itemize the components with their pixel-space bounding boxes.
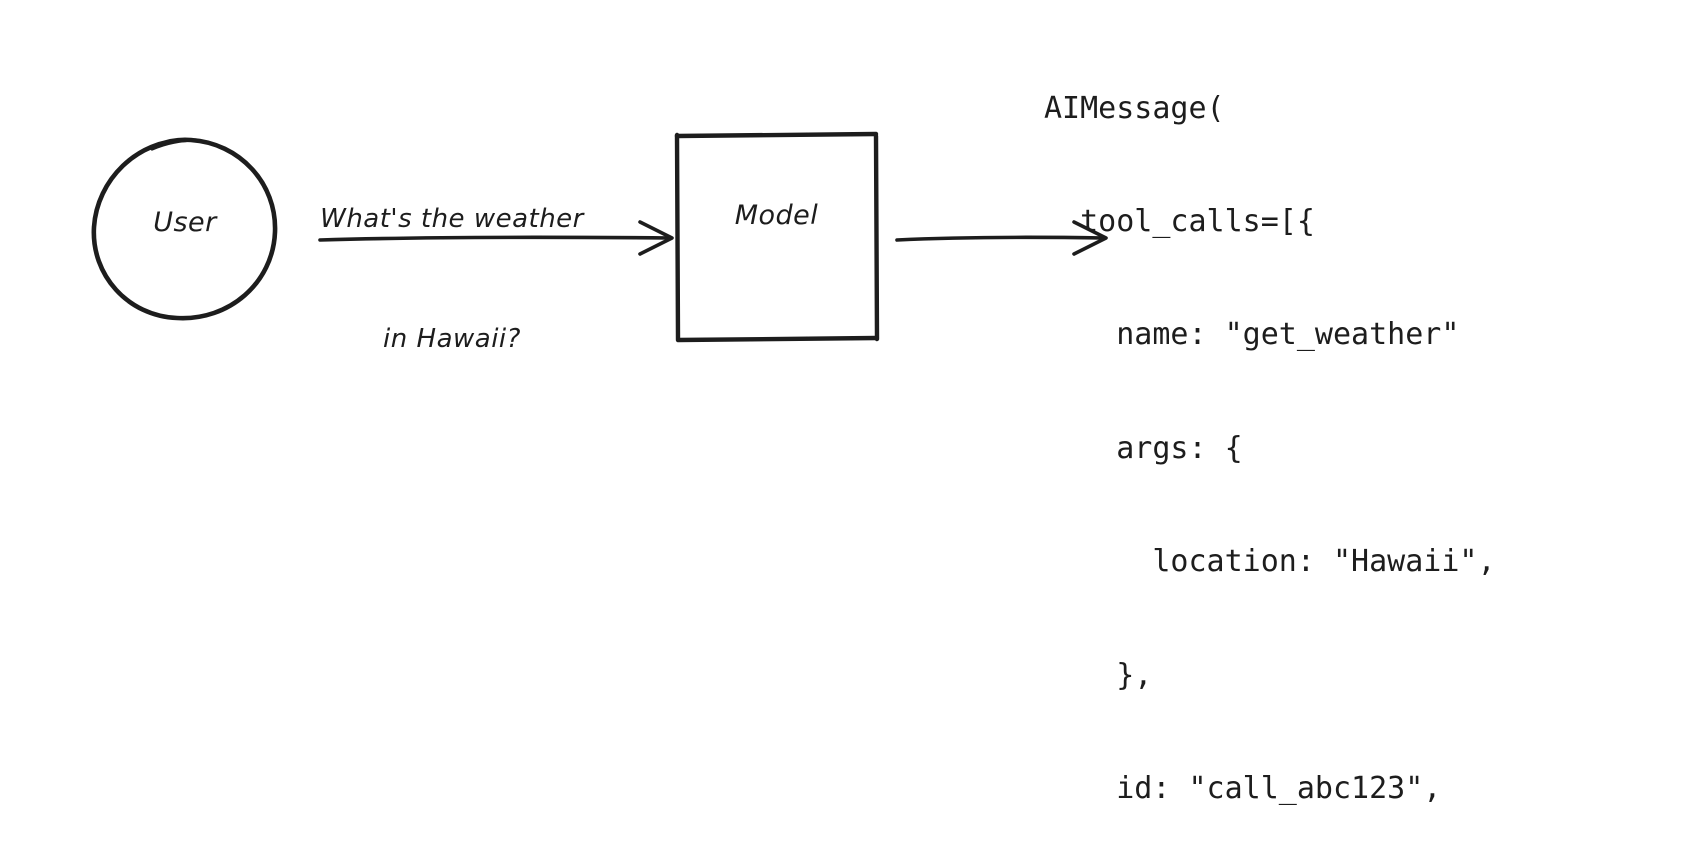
diagram-canvas: User Model What's the weather in Hawaii?…	[91, 91, 1496, 806]
model-node-box[interactable]	[674, 131, 880, 343]
user-node-circle[interactable]	[91, 137, 278, 321]
edge-label-line-1: What's the weather	[320, 204, 584, 234]
ai-message-code-block: AIMessage( tool_calls=[{ name: "get_weat…	[1044, 14, 1496, 864]
edge-label-line-2: in Hawaii?	[383, 324, 521, 354]
code-line-4: location: "Hawaii",	[1044, 544, 1496, 580]
arrow-user-to-model	[318, 220, 674, 256]
code-line-3: args: {	[1044, 430, 1243, 466]
code-line-0: AIMessage(	[1044, 90, 1225, 126]
code-line-5: },	[1044, 657, 1153, 693]
arrow-model-to-message	[895, 220, 1108, 256]
model-node-label: Model	[734, 200, 819, 231]
user-node-label: User	[153, 207, 217, 238]
code-line-1: tool_calls=[{	[1044, 203, 1315, 239]
code-line-2: name: "get_weather"	[1044, 317, 1460, 353]
sketch-layer	[91, 131, 1108, 343]
edge-label-user-to-model: What's the weather in Hawaii?	[272, 119, 632, 439]
code-line-6: id: "call_abc123",	[1044, 770, 1442, 806]
